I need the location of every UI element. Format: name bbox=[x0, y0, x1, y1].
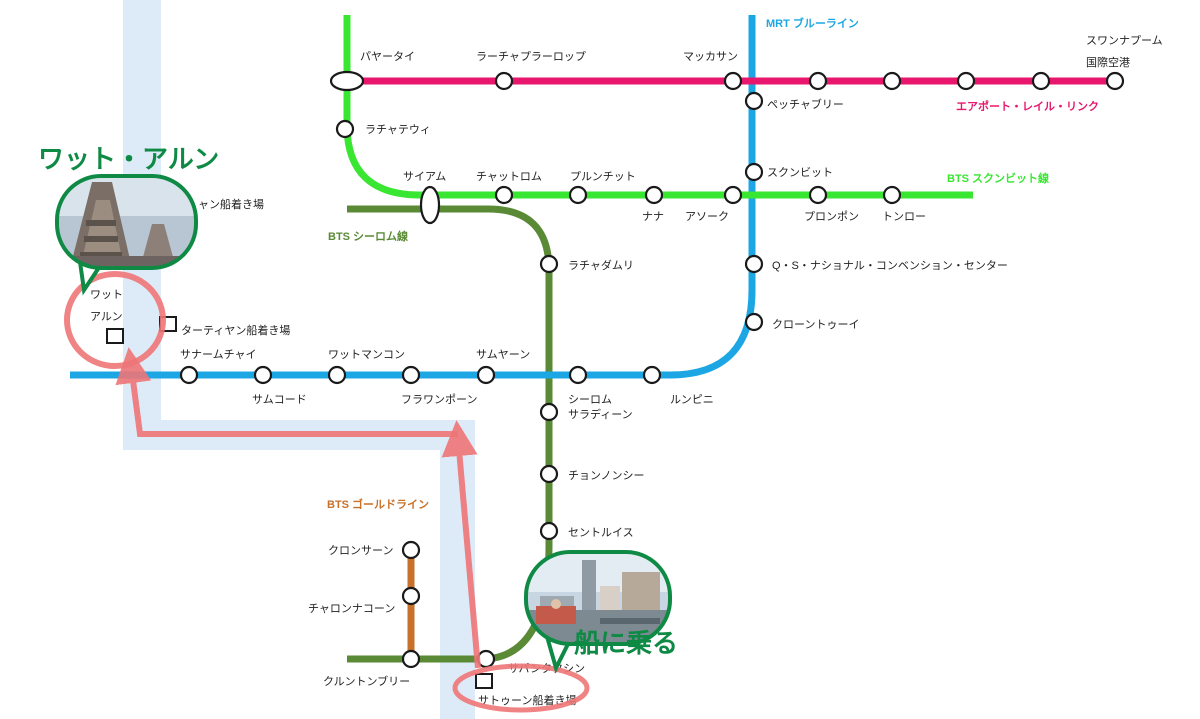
station-airport-2[interactable] bbox=[882, 71, 902, 91]
station-phloenchit[interactable] bbox=[568, 185, 588, 205]
stations-airport bbox=[494, 71, 1125, 91]
river bbox=[123, 0, 475, 719]
callout-wat-arun: ワット・アルン bbox=[38, 145, 219, 296]
station-asok[interactable] bbox=[723, 185, 743, 205]
pier-sathorn[interactable] bbox=[475, 673, 493, 689]
stations-gold bbox=[401, 540, 421, 606]
line-label-blue: MRT ブルーライン bbox=[766, 16, 859, 30]
label-phayathai: パヤータイ bbox=[360, 50, 415, 63]
station-hualamphong[interactable] bbox=[401, 365, 421, 385]
label-suvarnabhumi-1: スワンナプーム bbox=[1086, 34, 1163, 47]
station-siam[interactable] bbox=[419, 185, 441, 225]
station-charoen-nakhon[interactable] bbox=[401, 586, 421, 606]
label-silom-1: シーロム bbox=[568, 393, 612, 406]
wat-arun-photo bbox=[57, 176, 196, 268]
label-saint-louis: セントルイス bbox=[568, 526, 634, 539]
station-sala-daeng[interactable] bbox=[539, 402, 559, 422]
station-chong-nonsi[interactable] bbox=[539, 464, 559, 484]
station-phayathai[interactable] bbox=[329, 70, 365, 92]
route-highlight bbox=[64, 271, 590, 713]
label-ratchathewi: ラチャテウィ bbox=[365, 123, 431, 136]
stations-sukhumvit bbox=[335, 119, 902, 205]
line-silom bbox=[347, 205, 553, 663]
station-suvarnabhumi[interactable] bbox=[1105, 71, 1125, 91]
station-krung-thon-buri[interactable] bbox=[401, 649, 421, 669]
station-chitlom[interactable] bbox=[494, 185, 514, 205]
label-pier-partial: ャン船着き場 bbox=[198, 197, 264, 211]
highlight-wat-arun bbox=[64, 271, 166, 369]
label-pier-tha-tien: ターティヤン船着き場 bbox=[181, 323, 290, 337]
line-label-airport: エアポート・レイル・リンク bbox=[956, 99, 1099, 113]
station-phromphong[interactable] bbox=[808, 185, 828, 205]
label-sam-yot: サムコード bbox=[252, 393, 307, 406]
label-charoen-nakhon: チャロンナコーン bbox=[308, 602, 395, 615]
label-asok: アソーク bbox=[685, 210, 729, 223]
label-lumphini: ルンピニ bbox=[670, 393, 714, 406]
stations-blue bbox=[179, 91, 764, 385]
route-arrow-north bbox=[441, 420, 481, 669]
station-khlong-san[interactable] bbox=[401, 540, 421, 560]
route-arrow-west bbox=[115, 347, 458, 437]
station-sam-yot[interactable] bbox=[253, 365, 273, 385]
boat-photo bbox=[526, 552, 670, 644]
label-chitlom: チャットロム bbox=[476, 170, 542, 183]
label-krung-thon-buri: クルントンブリー bbox=[323, 674, 410, 688]
station-airport-1[interactable] bbox=[808, 71, 828, 91]
station-saint-louis[interactable] bbox=[539, 521, 559, 541]
station-qsncc[interactable] bbox=[744, 254, 764, 274]
line-label-sukhumvit: BTS スクンビット線 bbox=[947, 171, 1049, 185]
label-pier-sathorn: サトゥーン船着き場 bbox=[478, 693, 576, 707]
label-wat-arun-1: ワット bbox=[90, 289, 123, 301]
station-silom[interactable] bbox=[568, 365, 588, 385]
callout-title-boat: 船に乗る bbox=[574, 628, 678, 659]
label-silom-2: サラディーン bbox=[568, 407, 633, 421]
label-qsncc: Q・S・ナショナル・コンベンション・センター bbox=[772, 259, 1008, 272]
label-nana: ナナ bbox=[642, 210, 664, 223]
station-airport-3[interactable] bbox=[956, 71, 976, 91]
label-siam: サイアム bbox=[403, 170, 446, 183]
label-hualamphong: フラワンポーン bbox=[401, 393, 477, 406]
station-wat-mangkon[interactable] bbox=[327, 365, 347, 385]
line-blue bbox=[70, 15, 756, 379]
station-ratchathewi[interactable] bbox=[335, 119, 355, 139]
label-ratchadamri: ラチャダムリ bbox=[568, 258, 634, 272]
label-thonglo: トンロー bbox=[882, 211, 926, 223]
label-wat-mangkon: ワットマンコン bbox=[328, 349, 405, 361]
label-phetchaburi: ペッチャブリー bbox=[767, 97, 844, 111]
label-phloenchit: プルンチット bbox=[570, 170, 636, 183]
label-sukhumvit: スクンビット bbox=[767, 166, 833, 179]
station-lumphini[interactable] bbox=[642, 365, 662, 385]
label-chong-nonsi: チョンノンシー bbox=[568, 469, 644, 482]
station-thonglo[interactable] bbox=[882, 185, 902, 205]
label-makkasan: マッカサン bbox=[683, 50, 738, 63]
pier-wat-arun[interactable] bbox=[106, 328, 124, 344]
station-sukhumvit-mrt[interactable] bbox=[744, 162, 764, 182]
line-sukhumvit bbox=[343, 15, 973, 199]
station-ratchaprarop[interactable] bbox=[494, 71, 514, 91]
label-sanam-chai: サナームチャイ bbox=[180, 348, 257, 361]
line-label-silom: BTS シーロム線 bbox=[328, 229, 408, 243]
station-nana[interactable] bbox=[644, 185, 664, 205]
label-wat-arun-2: アルン bbox=[90, 311, 123, 323]
station-makkasan[interactable] bbox=[723, 71, 743, 91]
label-phromphong: プロンポン bbox=[804, 210, 859, 223]
callout-title-wat-arun: ワット・アルン bbox=[38, 145, 219, 175]
label-samyan: サムヤーン bbox=[476, 348, 530, 361]
highlight-sathorn bbox=[452, 663, 590, 713]
station-ratchadamri[interactable] bbox=[539, 254, 559, 274]
callout-boat: 船に乗る bbox=[524, 550, 678, 674]
station-airport-4[interactable] bbox=[1031, 71, 1051, 91]
label-khlongtoei: クローントゥーイ bbox=[772, 318, 859, 331]
line-label-gold: BTS ゴールドライン bbox=[327, 497, 429, 511]
label-khlong-san: クロンサーン bbox=[328, 544, 393, 557]
station-sanam-chai[interactable] bbox=[179, 365, 199, 385]
station-phetchaburi[interactable] bbox=[744, 91, 764, 111]
stations-silom bbox=[401, 254, 559, 669]
station-khlongtoei[interactable] bbox=[744, 312, 764, 332]
label-suvarnabhumi-2: 国際空港 bbox=[1086, 55, 1130, 69]
label-ratchaprarop: ラーチャプラーロップ bbox=[476, 50, 586, 63]
station-samyan[interactable] bbox=[476, 365, 496, 385]
